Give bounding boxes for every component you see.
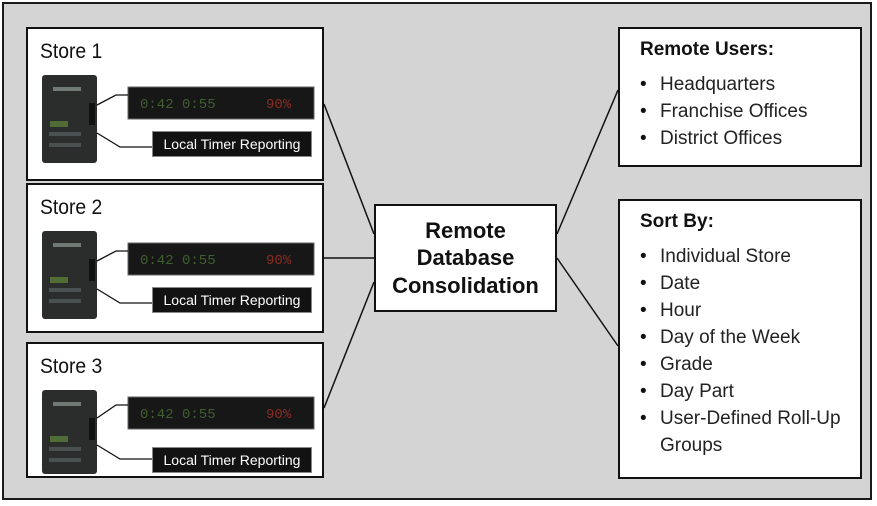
timer-readout: 0:42 0:55 <box>140 407 216 423</box>
connector-lines <box>323 89 619 409</box>
connector-store-1 <box>323 103 375 235</box>
list-item: Day Part <box>640 378 848 405</box>
store-3-reporting-label: Local Timer Reporting <box>152 447 312 473</box>
store-1-box: Store 1 0:42 0:55 90% Local Timer Report… <box>26 27 324 181</box>
remote-users-list: Headquarters Franchise Offices District … <box>640 71 848 152</box>
list-item: User-Defined Roll-Up Groups <box>640 405 848 459</box>
timer-device-icon <box>42 75 97 163</box>
timer-device-icon <box>42 390 97 474</box>
store-2-box: Store 2 0:42 0:55 90% Local Timer Report… <box>26 183 324 333</box>
timer-display-panel <box>127 86 315 120</box>
diagram-canvas: Store 1 0:42 0:55 90% Local Timer Report… <box>2 2 872 500</box>
connector-sort-by <box>556 257 619 347</box>
percent-readout: 90% <box>266 253 292 269</box>
remote-users-title: Remote Users: <box>640 39 775 60</box>
store-3-box: Store 3 0:42 0:55 90% Local Timer Report… <box>26 342 324 478</box>
list-item: District Offices <box>640 125 848 152</box>
remote-users-box: Remote Users: Headquarters Franchise Off… <box>618 27 862 167</box>
store-3-visual: 0:42 0:55 90% <box>42 390 315 474</box>
store-2-title: Store 2 <box>40 196 103 219</box>
list-item: Date <box>640 270 848 297</box>
sort-by-box: Sort By: Individual Store Date Hour Day … <box>618 199 862 479</box>
list-item: Hour <box>640 297 848 324</box>
list-item: Individual Store <box>640 243 848 270</box>
sort-by-title: Sort By: <box>640 211 714 232</box>
store-2-reporting-label: Local Timer Reporting <box>152 287 312 313</box>
store-3-title: Store 3 <box>40 355 103 378</box>
list-item: Headquarters <box>640 71 848 98</box>
connector-remote-users <box>556 89 619 235</box>
timer-display-panel <box>127 396 315 430</box>
store-2-visual: 0:42 0:55 90% <box>42 231 315 319</box>
timer-display-panel <box>127 242 315 276</box>
store-1-reporting-label: Local Timer Reporting <box>152 131 312 157</box>
timer-readout: 0:42 0:55 <box>140 97 216 113</box>
list-item: Grade <box>640 351 848 378</box>
store-1-visual: 0:42 0:55 90% <box>42 75 315 163</box>
sort-by-list: Individual Store Date Hour Day of the We… <box>640 243 848 459</box>
percent-readout: 90% <box>266 97 292 113</box>
list-item: Franchise Offices <box>640 98 848 125</box>
connector-store-3 <box>323 281 375 409</box>
timer-device-icon <box>42 231 97 319</box>
percent-readout: 90% <box>266 407 292 423</box>
remote-database-box: Remote Database Consolidation <box>374 204 557 312</box>
store-1-title: Store 1 <box>40 40 103 63</box>
remote-database-label: Remote Database Consolidation <box>392 217 539 298</box>
timer-readout: 0:42 0:55 <box>140 253 216 269</box>
list-item: Day of the Week <box>640 324 848 351</box>
